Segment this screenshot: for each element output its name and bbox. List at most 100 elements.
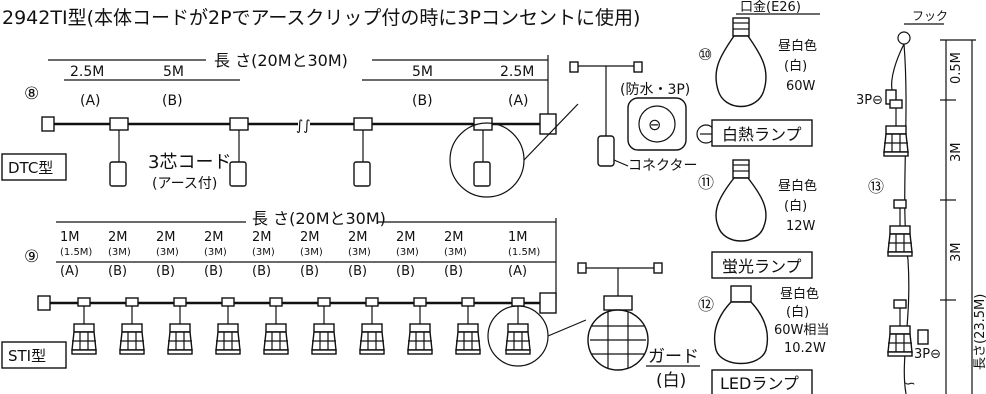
guard-label: ガード [648, 347, 699, 367]
lamp11-number: ⑪ [698, 173, 714, 192]
sti-seg-code: (B) [348, 264, 367, 279]
cage-lamp-icon [455, 297, 481, 355]
sti-seg-alt: (1.5M) [508, 247, 540, 258]
plug-icon [37, 295, 51, 311]
fluorescent-bulb-icon [715, 159, 767, 242]
cage-lamp-icon [311, 297, 337, 355]
dtc-pendants [109, 117, 493, 187]
sti-seg-alt: (3M) [156, 247, 179, 258]
cage-lamp-icon [505, 297, 531, 355]
cage-lamp-icon [887, 199, 913, 257]
lamp-name: 蛍光ランプ [722, 257, 802, 276]
zoom-leader [547, 319, 587, 337]
dtc-seg-code: (A) [80, 93, 101, 109]
cage-lamp-icon [215, 297, 241, 355]
sti-seg-len: 2M [396, 230, 416, 245]
sti-cage-lamps [71, 297, 531, 355]
cord-sub: (アース付) [152, 176, 217, 192]
sti-seg-alt: (3M) [444, 247, 467, 258]
cage-lamp-icon [71, 297, 97, 355]
sti-seg-alt: (3M) [108, 247, 131, 258]
break-mark: ∫∫ [296, 118, 311, 134]
sti-seg-alt: (3M) [252, 247, 275, 258]
sti-seg-code: (B) [156, 264, 175, 279]
dtc-seg-len: 2.5M [70, 64, 104, 80]
sti-seg-code: (B) [444, 264, 463, 279]
vertical-number: ⑬ [868, 177, 884, 196]
bulb-icon [715, 17, 767, 107]
lamp-spec: (白) [786, 304, 809, 320]
lamp-spec: 12W [786, 219, 816, 234]
connector-leader [613, 159, 629, 167]
guard-detail [577, 262, 663, 371]
socket-end-icon [539, 113, 557, 135]
lamp-spec: (白) [784, 198, 807, 214]
lamp10-number: ⑩ [698, 45, 712, 64]
lamp-spec: 昼白色 [778, 178, 817, 194]
sti-type-box [1, 341, 67, 369]
socket-label: 口金(E26) [740, 0, 801, 15]
sti-seg-alt: (3M) [300, 247, 323, 258]
sti-seg-len: 2M [252, 230, 272, 245]
outlet-face [638, 105, 676, 143]
lamp-spec: 60W相当 [774, 323, 829, 338]
vertical-dim: 3M [949, 243, 964, 263]
outlet-icon [627, 97, 687, 151]
sti-seg-code: (B) [204, 264, 223, 279]
dtc-seg-len: 5M [412, 64, 433, 80]
sti-seg-code: (B) [396, 264, 415, 279]
connector-detail [569, 61, 643, 167]
lamp12-number: ⑫ [698, 295, 714, 314]
sti-seg-len: 2M [156, 230, 176, 245]
cage-lamp-icon [359, 297, 385, 355]
waterproof-label: (防水・3P) [620, 82, 690, 98]
connector-label: コネクター [628, 158, 697, 174]
lamp-spec: 昼白色 [778, 38, 817, 54]
zoom-leader [523, 103, 579, 161]
dtc-seg-code: (A) [508, 93, 529, 109]
lamp-name-box [711, 251, 813, 279]
lamp-name: LEDランプ [720, 374, 799, 393]
cage-lamp-icon [119, 297, 145, 355]
sti-seg-code: (A) [60, 264, 79, 279]
cord-label: 3芯コード [148, 152, 231, 173]
cage-lamp-icon [167, 297, 193, 355]
sti-seg-len: 1M [508, 230, 528, 245]
header-text: 2942TI型(本体コードが2Pでアースクリップ付の時に3Pコンセントに使用) [2, 7, 640, 29]
plug-icon [917, 329, 929, 345]
plug-bottom-label: 3P⊖ [914, 347, 941, 362]
lamp-spec: 60W [786, 79, 816, 94]
vertical-dim: 0.5M [949, 52, 964, 84]
lamp-name: 白熱ランプ [722, 125, 802, 144]
sti-segments: 1M (1.5M) (A) 2M (3M) (B) 2M (3M) (B) 2M (3M) (B) 2M… [60, 230, 540, 279]
cage-lamp-icon [263, 297, 289, 355]
ground-symbol: ⊖ [648, 115, 661, 134]
sti-seg-alt: (3M) [204, 247, 227, 258]
plug-icon [41, 116, 55, 132]
wave-mark: ∽ [904, 376, 916, 392]
dtc-number: ⑧ [24, 84, 39, 104]
plug-top-label: 3P⊖ [856, 93, 883, 108]
dtc-seg-code: (B) [162, 93, 183, 109]
dtc-seg-len: 5M [163, 64, 184, 80]
sti-seg-len: 2M [108, 230, 128, 245]
sti-seg-len: 2M [444, 230, 464, 245]
guard-sub: (白) [656, 371, 686, 391]
cage-lamp-icon [887, 299, 913, 357]
vertical-total: 長さ(23.5M) [973, 294, 986, 370]
lamp-spec: (白) [784, 58, 807, 74]
vertical-cage-lamps [883, 99, 913, 357]
sti-type-label: STI型 [8, 347, 46, 365]
socket-end-icon [539, 292, 557, 314]
sti-seg-len: 1M [60, 230, 80, 245]
sti-total-length: 長 さ(20Mと30M) [252, 209, 386, 228]
hook-icon [897, 31, 911, 45]
sti-seg-len: 2M [300, 230, 320, 245]
sti-seg-alt: (3M) [396, 247, 419, 258]
vertical-cord-branch [891, 43, 905, 91]
sti-seg-len: 2M [348, 230, 368, 245]
sti-seg-len: 2M [204, 230, 224, 245]
sti-seg-code: (A) [508, 264, 527, 279]
sti-seg-code: (B) [108, 264, 127, 279]
